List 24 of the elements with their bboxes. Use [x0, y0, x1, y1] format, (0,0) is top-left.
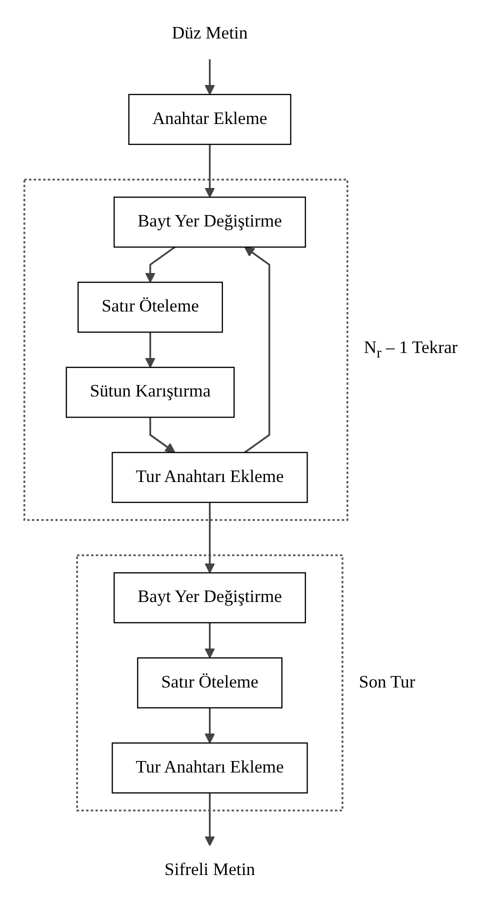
arrow — [244, 246, 270, 454]
node-box: Tur Anahtarı Ekleme — [112, 742, 308, 794]
cluster — [23, 178, 348, 521]
arrow — [204, 502, 215, 574]
arrow — [204, 622, 215, 658]
arrow — [204, 59, 215, 95]
node-box: Tur Anahtarı Ekleme — [112, 452, 308, 503]
node-label: N$_{r}$ – 1 Tekrar — [364, 338, 458, 362]
node-label: Son Tur — [358, 673, 416, 692]
node-box: Anahtar Ekleme — [128, 94, 292, 145]
arrow — [145, 246, 176, 283]
node-box: Satır Öteleme — [78, 282, 223, 333]
arrow — [204, 144, 215, 198]
node-box: Satır Öteleme — [137, 657, 282, 708]
arrow — [145, 332, 156, 368]
node-box: Sütun Karıştırma — [66, 366, 235, 418]
arrow — [149, 417, 176, 453]
arrow — [204, 708, 215, 744]
node-text: Düz Metin — [172, 24, 248, 44]
cluster — [76, 554, 344, 812]
arrow — [204, 792, 215, 846]
node-box: Bayt Yer Değiştirme — [114, 196, 306, 248]
node-box: Bayt Yer Değiştirme — [114, 572, 306, 624]
node-text: Sifreli Metin — [164, 860, 256, 880]
